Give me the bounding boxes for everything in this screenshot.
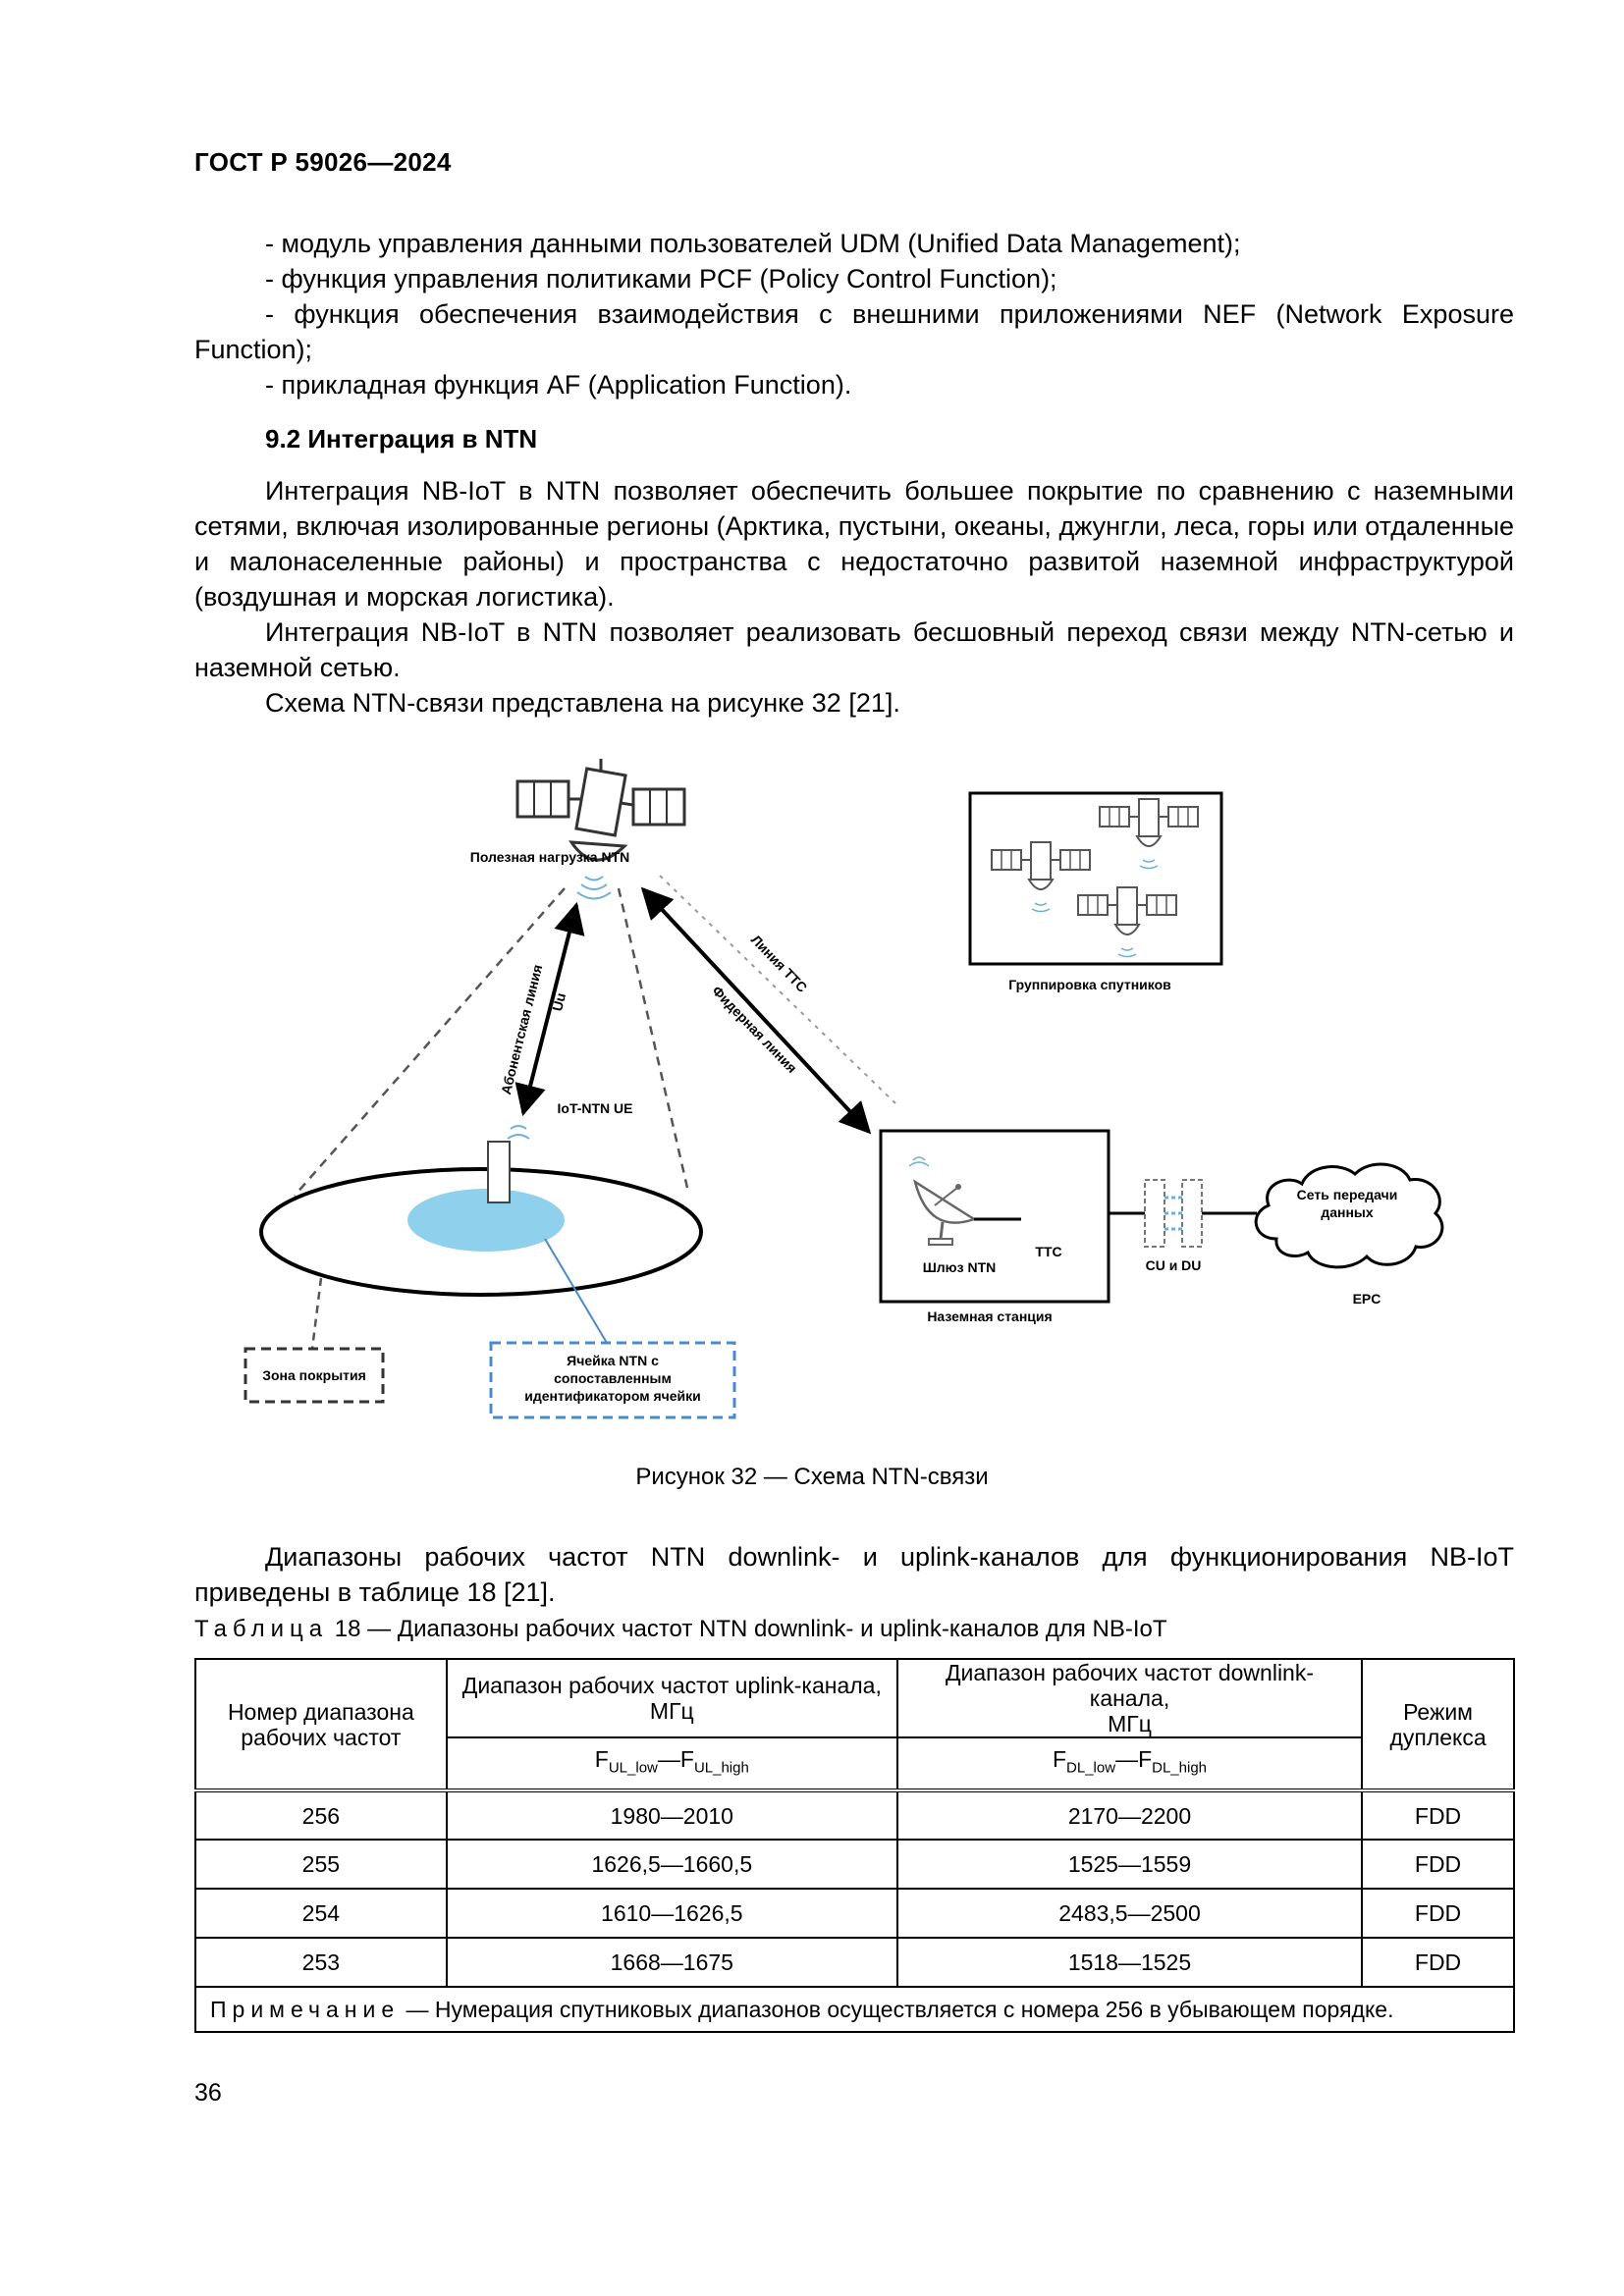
cell-label-line1: Ячейка NTN с [567, 1353, 659, 1368]
ttc-link-line [659, 875, 896, 1104]
section-heading: 9.2 Интеграция в NTN [265, 424, 538, 454]
table-caption: Таблица 18 — Диапазоны рабочих частот NT… [194, 1616, 1167, 1643]
subheader-downlink: FDL_low—FDL_high [895, 1736, 1364, 1791]
ue-label: IoT-NTN UE [558, 1100, 633, 1116]
ttc-label: TTC [1035, 1244, 1061, 1259]
downlink-cell: 1518—1525 [895, 1937, 1364, 1988]
access-link-arrow [514, 901, 585, 1117]
cone-right-line [617, 887, 689, 1189]
uplink-cell: 1626,5—1660,5 [445, 1839, 898, 1890]
cu-du-label: CU и DU [1146, 1257, 1202, 1273]
coverage-zone-callout [244, 1347, 385, 1404]
coverage-label: Зона покрытия [262, 1367, 366, 1383]
table-note-row: Примечание — Нумерация спутниковых диапа… [194, 1986, 1515, 2033]
table-row: 253 1668—1675 1518—1525 FDD [194, 1937, 1515, 1988]
gateway-label: Шлюз NTN [923, 1259, 997, 1275]
document-header: ГОСТ Р 59026—2024 [194, 147, 452, 177]
table-row: 254 1610—1626,5 2483,5—2500 FDD [194, 1888, 1515, 1939]
band-cell: 254 [194, 1888, 448, 1939]
paragraph-seamless: Интеграция NB-IoT в NTN позволяет реализ… [194, 617, 1514, 682]
list-item-nef: - функция обеспечения взаимодействия с в… [194, 299, 1514, 364]
paragraph-coverage: Интеграция NB-IoT в NTN позволяет обеспе… [194, 476, 1514, 612]
ground-station-box [879, 1129, 1110, 1304]
constellation-label: Группировка спутников [1008, 977, 1171, 992]
list-item-udm: - модуль управления данными пользователе… [265, 229, 1241, 258]
subheader-uplink: FUL_low—FUL_high [445, 1736, 898, 1791]
page-number: 36 [194, 2079, 222, 2107]
downlink-cell: 2483,5—2500 [895, 1888, 1364, 1939]
table-row: 255 1626,5—1660,5 1525—1559 FDD [194, 1839, 1515, 1890]
paragraph-figure-ref: Схема NTN-связи представлена на рисунке … [265, 688, 900, 718]
network-label-line2: данных [1321, 1204, 1374, 1220]
network-label-line1: Сеть передачи [1297, 1187, 1398, 1202]
list-item-pcf: - функция управления политиками PCF (Pol… [265, 264, 1057, 294]
band-cell: 255 [194, 1839, 448, 1890]
table-note: Примечание — Нумерация спутниковых диапа… [194, 1986, 1515, 2033]
ttc-link-label: Линия TTC [748, 932, 810, 995]
table-subheader-row: FUL_low—FUL_high FDL_low—FDL_high [195, 1736, 1514, 1791]
uu-label: Uu [549, 991, 568, 1013]
access-link-label: Абонентская линия [498, 963, 545, 1096]
cell-label-line3: идентификатором ячейки [524, 1388, 701, 1404]
note-text: — Нумерация спутниковых диапазонов осуще… [400, 1997, 1394, 2022]
cell-label-line2: сопоставленным [554, 1370, 672, 1386]
feeder-link-label: Фидерная линия [709, 983, 800, 1076]
ground-station-label: Наземная станция [927, 1308, 1052, 1324]
header-downlink: Диапазон рабочих частот downlink-канала,… [895, 1658, 1364, 1738]
uplink-cell: 1980—2010 [445, 1789, 898, 1841]
antenna-icon [908, 1156, 977, 1246]
duplex-cell: FDD [1361, 1937, 1515, 1988]
ntn-cell-callout [489, 1341, 736, 1419]
duplex-cell: FDD [1361, 1789, 1515, 1841]
table-caption-prefix: Таблица [194, 1616, 329, 1642]
list-item-af: - прикладная функция AF (Application Fun… [265, 370, 852, 400]
band-cell: 256 [194, 1789, 448, 1841]
paragraph-frequency-ranges: Диапазоны рабочих частот NTN downlink- и… [194, 1542, 1514, 1607]
satellite-icon [515, 759, 686, 900]
note-prefix: Примечание [210, 1997, 401, 2022]
downlink-cell: 1525—1559 [895, 1839, 1364, 1890]
band-cell: 253 [194, 1937, 448, 1988]
downlink-cell: 2170—2200 [895, 1789, 1364, 1841]
ntn-diagram: Полезная нагрузка NTN Абонентская линия … [244, 759, 1444, 1419]
network-cloud [1254, 1162, 1444, 1269]
payload-label: Полезная нагрузка NTN [470, 849, 629, 865]
table-row: 256 1980—2010 2170—2200 FDD [194, 1789, 1515, 1841]
uplink-cell: 1668—1675 [445, 1937, 898, 1988]
header-uplink: Диапазон рабочих частот uplink-канала,МГ… [445, 1658, 898, 1738]
cu-du-server-icon [1144, 1179, 1203, 1248]
cell-area [407, 1189, 565, 1252]
uplink-cell: 1610—1626,5 [445, 1888, 898, 1939]
duplex-cell: FDD [1361, 1839, 1515, 1890]
feeder-link-arrow [640, 886, 872, 1135]
epc-label: EPC [1353, 1291, 1381, 1307]
iot-device-icon [487, 1141, 511, 1203]
table-caption-text: 18 — Диапазоны рабочих частот NTN downli… [328, 1616, 1167, 1642]
figure-caption: Рисунок 32 — Схема NTN-связи [635, 1464, 989, 1490]
duplex-cell: FDD [1361, 1888, 1515, 1939]
